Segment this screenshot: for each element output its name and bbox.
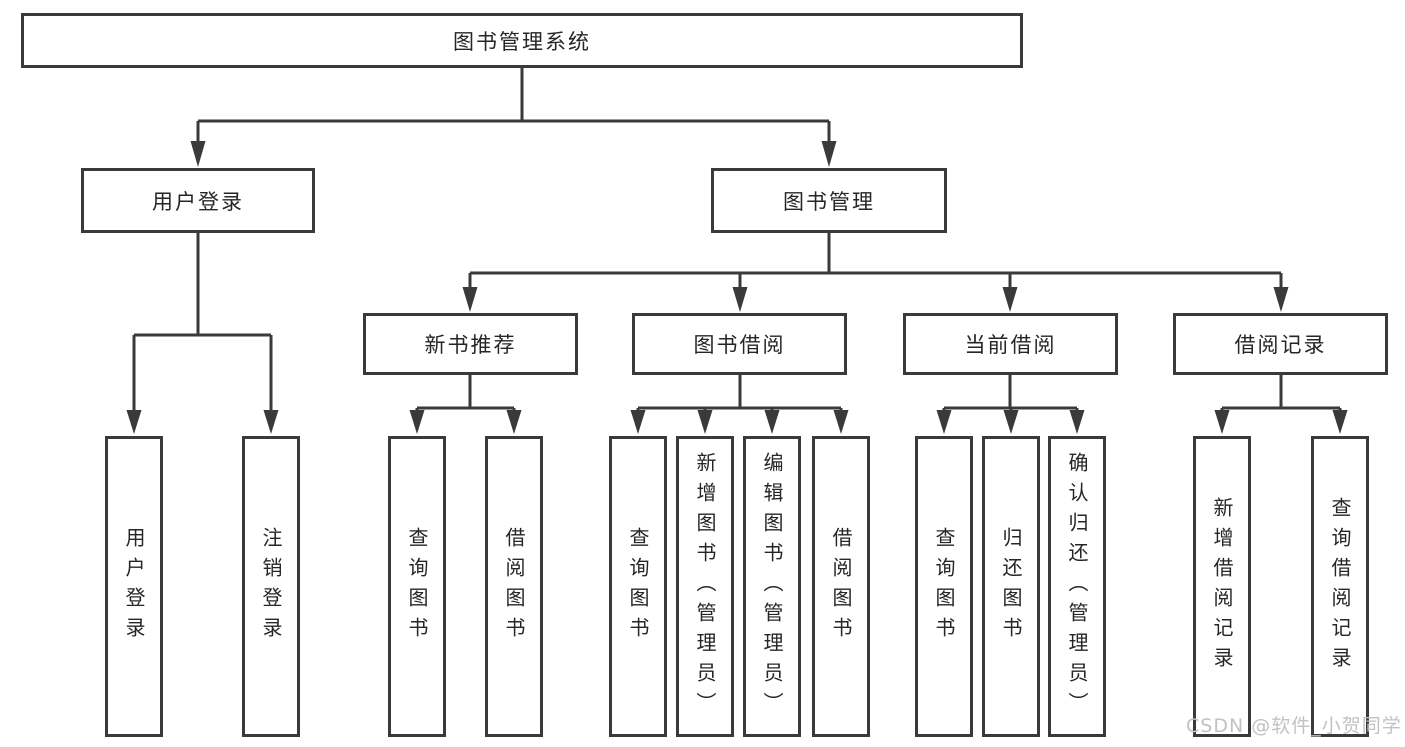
- node-new-book-recommend: 新书推荐: [363, 313, 578, 375]
- leaf-query-books-borrow: 查询图书: [609, 436, 667, 737]
- node-label: 查询图书: [405, 526, 429, 647]
- node-system-root: 图书管理系统: [21, 13, 1023, 68]
- leaf-edit-book-admin: 编辑图书（管理员）: [743, 436, 801, 737]
- node-borrow-records: 借阅记录: [1173, 313, 1388, 375]
- leaf-borrow-books-recommend: 借阅图书: [485, 436, 543, 737]
- leaf-query-books-current: 查询图书: [915, 436, 973, 737]
- node-label: 确认归还（管理员）: [1065, 451, 1089, 722]
- node-current-borrow: 当前借阅: [903, 313, 1118, 375]
- node-book-borrow: 图书借阅: [632, 313, 847, 375]
- csdn-watermark: CSDN @软件_小贺同学: [1186, 715, 1402, 737]
- node-label: 新增图书（管理员）: [693, 451, 717, 722]
- node-label: 借阅图书: [829, 526, 853, 647]
- node-label: 编辑图书（管理员）: [760, 451, 784, 722]
- node-label: 查询图书: [932, 526, 956, 647]
- node-label: 查询图书: [626, 526, 650, 647]
- leaf-query-books-recommend: 查询图书: [388, 436, 446, 737]
- node-book-management: 图书管理: [711, 168, 947, 233]
- leaf-query-borrow-record: 查询借阅记录: [1311, 436, 1369, 737]
- node-label: 图书管理: [783, 189, 875, 214]
- leaf-logout: 注销登录: [242, 436, 300, 737]
- node-label: 用户登录: [122, 526, 146, 647]
- leaf-user-login: 用户登录: [105, 436, 163, 737]
- node-label: 新书推荐: [424, 333, 517, 357]
- node-label: 借阅图书: [502, 526, 526, 647]
- node-label: 查询借阅记录: [1328, 496, 1352, 677]
- node-label: 新增借阅记录: [1210, 496, 1234, 677]
- node-label: 用户登录: [152, 189, 244, 214]
- node-label: 借阅记录: [1234, 333, 1327, 357]
- node-label: 图书管理系统: [453, 29, 591, 54]
- node-label: 归还图书: [999, 526, 1023, 647]
- node-label: 当前借阅: [964, 333, 1057, 357]
- leaf-add-borrow-record: 新增借阅记录: [1193, 436, 1251, 737]
- node-label: 图书借阅: [693, 333, 786, 357]
- arrowheads: [126, 141, 1348, 434]
- leaf-add-book-admin: 新增图书（管理员）: [676, 436, 734, 737]
- node-label: 注销登录: [259, 526, 283, 647]
- leaf-confirm-return-admin: 确认归还（管理员）: [1048, 436, 1106, 737]
- node-user-login: 用户登录: [81, 168, 315, 233]
- leaf-return-book: 归还图书: [982, 436, 1040, 737]
- leaf-borrow-books: 借阅图书: [812, 436, 870, 737]
